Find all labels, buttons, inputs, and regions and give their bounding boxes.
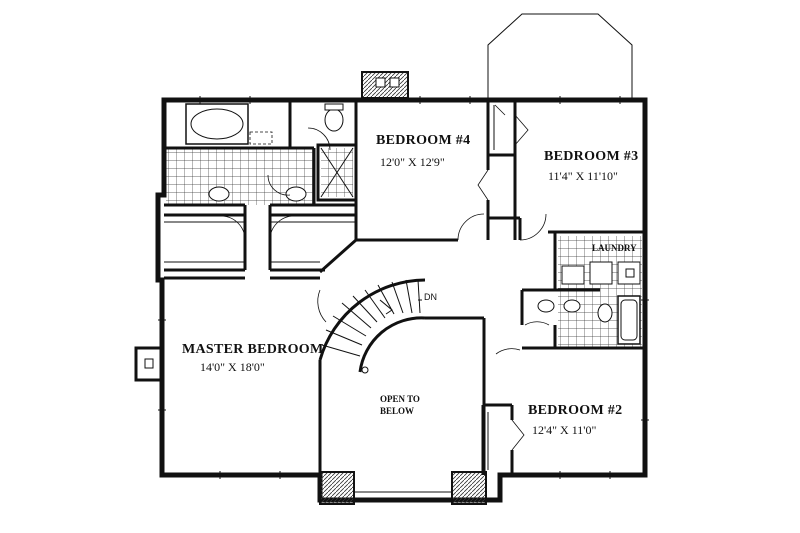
- master-bedroom-name: MASTER BEDROOM: [182, 342, 324, 357]
- curved-stair: [318, 278, 426, 374]
- bedroom3-dims: 11'4" X 11'10": [548, 169, 618, 183]
- bedroom4-dims: 12'0" X 12'9": [380, 155, 445, 169]
- toilet: [324, 108, 344, 132]
- entry-pier-right: [451, 471, 487, 505]
- door-swings: [221, 127, 550, 355]
- stair-dn-label: DN: [424, 292, 437, 302]
- dryer: [617, 261, 641, 285]
- master-bedroom-dims: 14'0" X 18'0": [200, 360, 265, 374]
- bedroom2-dims: 12'4" X 11'0": [532, 423, 596, 437]
- toilet: [597, 303, 613, 323]
- tub-basin: [190, 108, 244, 140]
- bedroom2-name: BEDROOM #2: [528, 403, 622, 418]
- bedroom4-name: BEDROOM #4: [376, 133, 470, 148]
- fireplace: [134, 346, 164, 382]
- washer: [589, 261, 613, 285]
- sink: [537, 299, 555, 313]
- entry-pier-left: [319, 471, 355, 505]
- open-to-below-line1: OPEN TO: [380, 394, 420, 404]
- bay-window: [487, 13, 633, 100]
- sink: [563, 299, 581, 313]
- open-to-below-line2: BELOW: [380, 406, 414, 416]
- bedroom3-name: BEDROOM #3: [544, 149, 638, 164]
- sink: [208, 186, 230, 202]
- sink: [285, 186, 307, 202]
- window-marks: [158, 96, 649, 479]
- laundry-label: LAUNDRY: [592, 243, 637, 253]
- interior-walls: [164, 100, 645, 475]
- laundry-sink: [561, 265, 585, 285]
